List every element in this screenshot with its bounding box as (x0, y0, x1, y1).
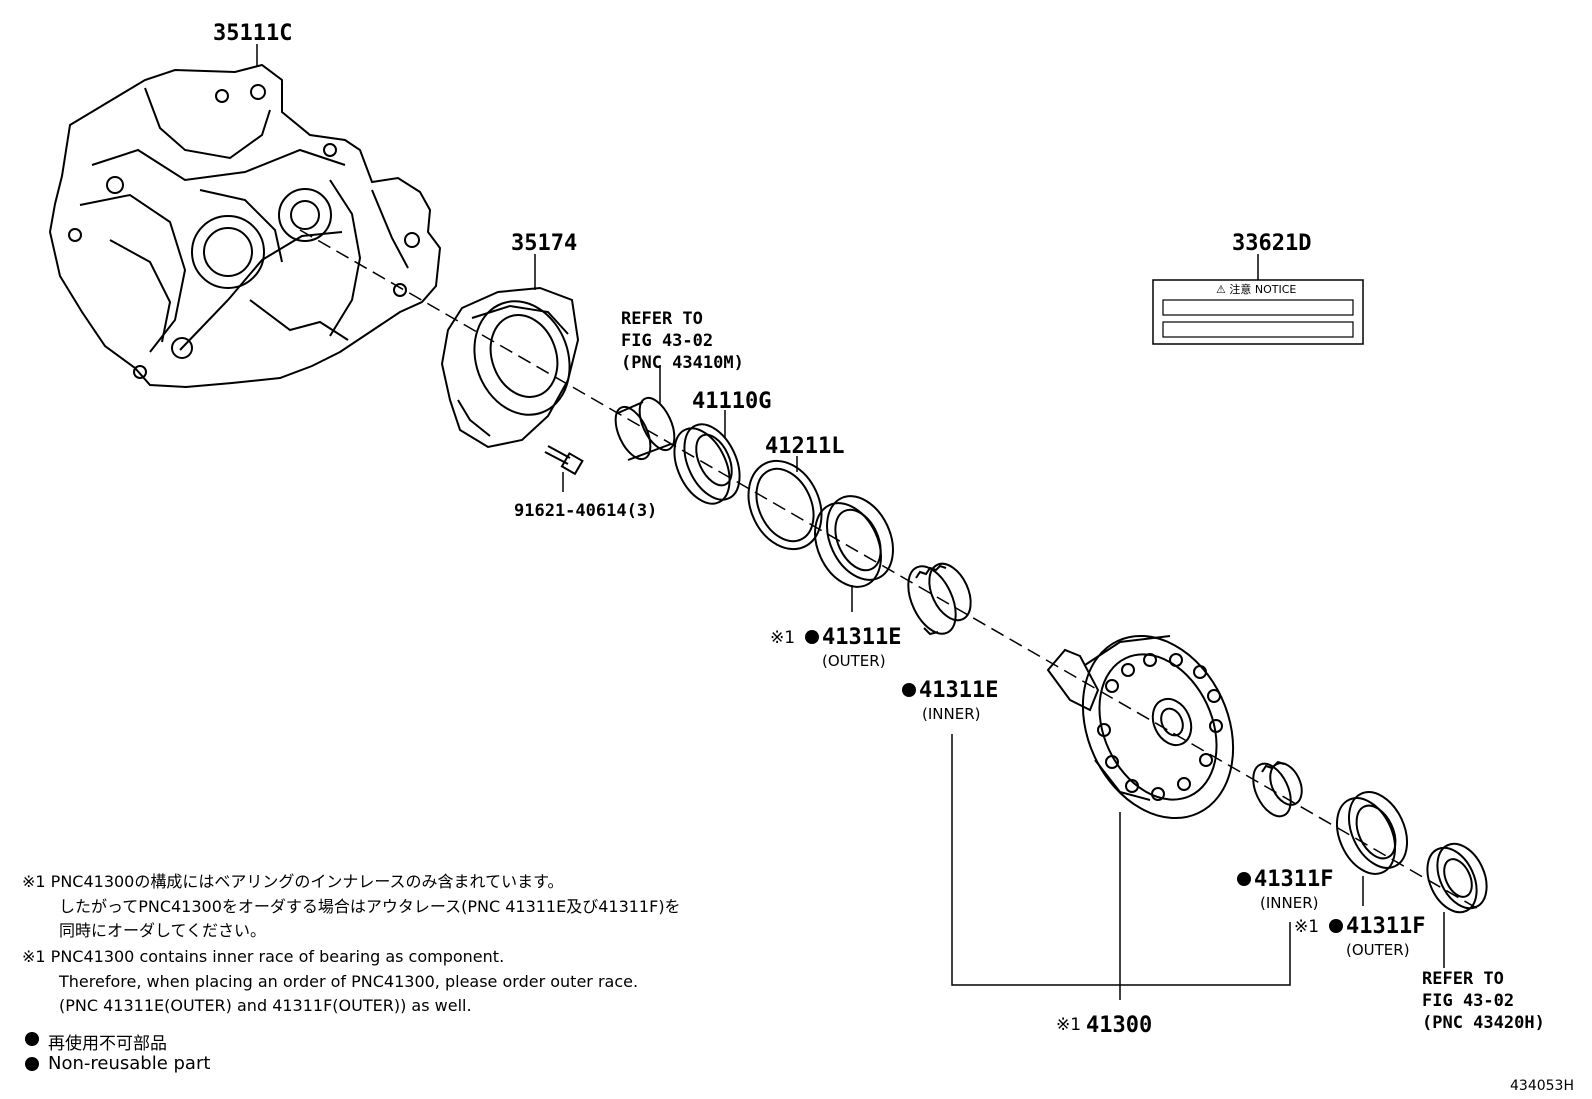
oil-seal-drawing (673, 423, 741, 505)
legend-text-jp: 再使用不可部品 (48, 1034, 167, 1054)
figure-id: 434053H (1510, 1078, 1574, 1094)
note-jp-line2: したがってPNC41300をオーダする場合はアウタレース(PNC 41311E及… (59, 897, 681, 916)
ref1-line2: FIG 43-02 (621, 331, 713, 351)
label-41311E-outer: 41311E (822, 625, 901, 650)
label-41311E-inner: 41311E (919, 678, 998, 703)
label-41110G: 41110G (692, 389, 771, 414)
seal-ref-drawing (1426, 842, 1488, 914)
notice-label-line1 (1162, 299, 1354, 316)
label-41311F-inner: 41311F (1254, 867, 1333, 892)
note-jp-line1: ※1 PNC41300の構成にはベアリングのインナレースのみ含まれています。 (22, 872, 564, 891)
shim-outer-ring (747, 459, 823, 551)
nonreusable-dot-inner-f (1237, 872, 1251, 886)
mark-diff: ※1 (1056, 1015, 1081, 1035)
center-axis-line (299, 229, 1481, 911)
label-33621D: 33621D (1232, 231, 1311, 256)
bearing-sleeve-drawing (614, 396, 676, 461)
label-41211L: 41211L (765, 434, 844, 459)
legend-text-en: Non-reusable part (48, 1053, 211, 1074)
label-bolt: 91621-40614(3) (514, 501, 657, 521)
legend-dot-jp (25, 1032, 39, 1046)
bolt-drawing (544, 445, 584, 476)
differential-drawing (1046, 634, 1235, 820)
sub-outer-f: (OUTER) (1346, 941, 1410, 959)
ref1-line1: REFER TO (621, 309, 703, 329)
label-41300: 41300 (1086, 1013, 1152, 1038)
mark-outer-e: ※1 (770, 628, 795, 648)
ref2-line1: REFER TO (1422, 969, 1504, 989)
nonreusable-dot-outer-e (805, 630, 819, 644)
cover-drawing (440, 286, 580, 449)
inner-race-e-drawing (907, 562, 972, 636)
ref1-line3: (PNC 43410M) (621, 353, 744, 373)
note-en-line2: Therefore, when placing an order of PNC4… (59, 972, 639, 991)
outer-race-e-drawing (814, 495, 894, 588)
outer-race-f-drawing (1335, 791, 1409, 875)
label-35111C: 35111C (213, 21, 292, 46)
mark-outer-f: ※1 (1294, 917, 1319, 937)
inner-race-f-drawing (1252, 760, 1303, 818)
note-en-line1: ※1 PNC41300 contains inner race of beari… (22, 947, 505, 966)
note-en-line3: (PNC 41311E(OUTER) and 41311F(OUTER)) as… (59, 996, 472, 1015)
sub-outer-e: (OUTER) (822, 652, 886, 670)
nonreusable-dot-inner-e (902, 683, 916, 697)
sub-inner-e: (INNER) (922, 705, 980, 723)
leader-lines (256, 44, 1445, 1000)
label-35174: 35174 (511, 231, 577, 256)
shim-inner-ring (755, 467, 815, 543)
sub-inner-f: (INNER) (1260, 894, 1318, 912)
label-41311F-outer: 41311F (1346, 914, 1425, 939)
nonreusable-dot-outer-f (1329, 919, 1343, 933)
note-jp-line3: 同時にオーダしてください。 (59, 921, 267, 940)
ref2-line3: (PNC 43420H) (1422, 1013, 1545, 1033)
legend-dot-en (25, 1057, 39, 1071)
ref2-line2: FIG 43-02 (1422, 991, 1514, 1011)
notice-label-line2 (1162, 321, 1354, 338)
notice-text: ⚠ 注意 NOTICE (1216, 282, 1296, 296)
transaxle-case-drawing (48, 63, 442, 389)
